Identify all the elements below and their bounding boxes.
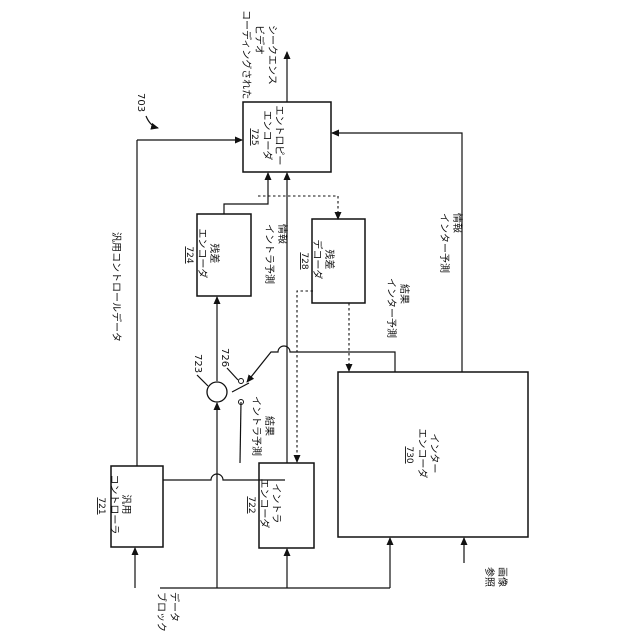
residual-encoder-block: 残差 エンコーダ 724 <box>184 214 251 296</box>
block-data-label: ブロック データ <box>155 592 181 635</box>
intra-encoder-block: イントラ エンコーダ 722 <box>246 463 314 548</box>
switch-number-label: 726 <box>219 348 238 380</box>
residual-decoder-block: 残差 デコーダ 728 <box>299 219 365 303</box>
inter-pred-result-label: インター予測 結果 <box>385 278 411 341</box>
svg-text:703: 703 <box>135 93 146 112</box>
reference-picture-label: 参照 画像 <box>483 567 508 590</box>
inter-pred-info-label: インター予測 情報 <box>438 213 464 276</box>
intra-pred-result-label: イントラ予測 結果 <box>250 396 276 459</box>
inter-encoder-block: インター エンコーダ 730 <box>338 372 528 537</box>
switch-contact-top <box>239 379 244 384</box>
output-label: コーディングされた ビデオ シークエンス <box>240 10 278 103</box>
ref-number-703: 703 <box>135 93 158 128</box>
switch-arm <box>232 383 249 392</box>
intra-encoder-label: イントラ エンコーダ 722 <box>246 478 282 531</box>
adder-number-label: 723 <box>192 354 208 386</box>
intra-pred-info-label: イントラ予測 情報 <box>263 224 289 287</box>
entropy-encoder-block: エントロピー エンコーダ 725 <box>243 102 331 172</box>
svg-text:723: 723 <box>192 354 203 373</box>
adder-symbol <box>207 382 227 402</box>
general-controller-block: 汎用 コントローラ 721 <box>96 466 163 547</box>
svg-text:726: 726 <box>219 348 230 367</box>
general-control-data-label: 汎用コントロールデータ <box>110 232 123 342</box>
